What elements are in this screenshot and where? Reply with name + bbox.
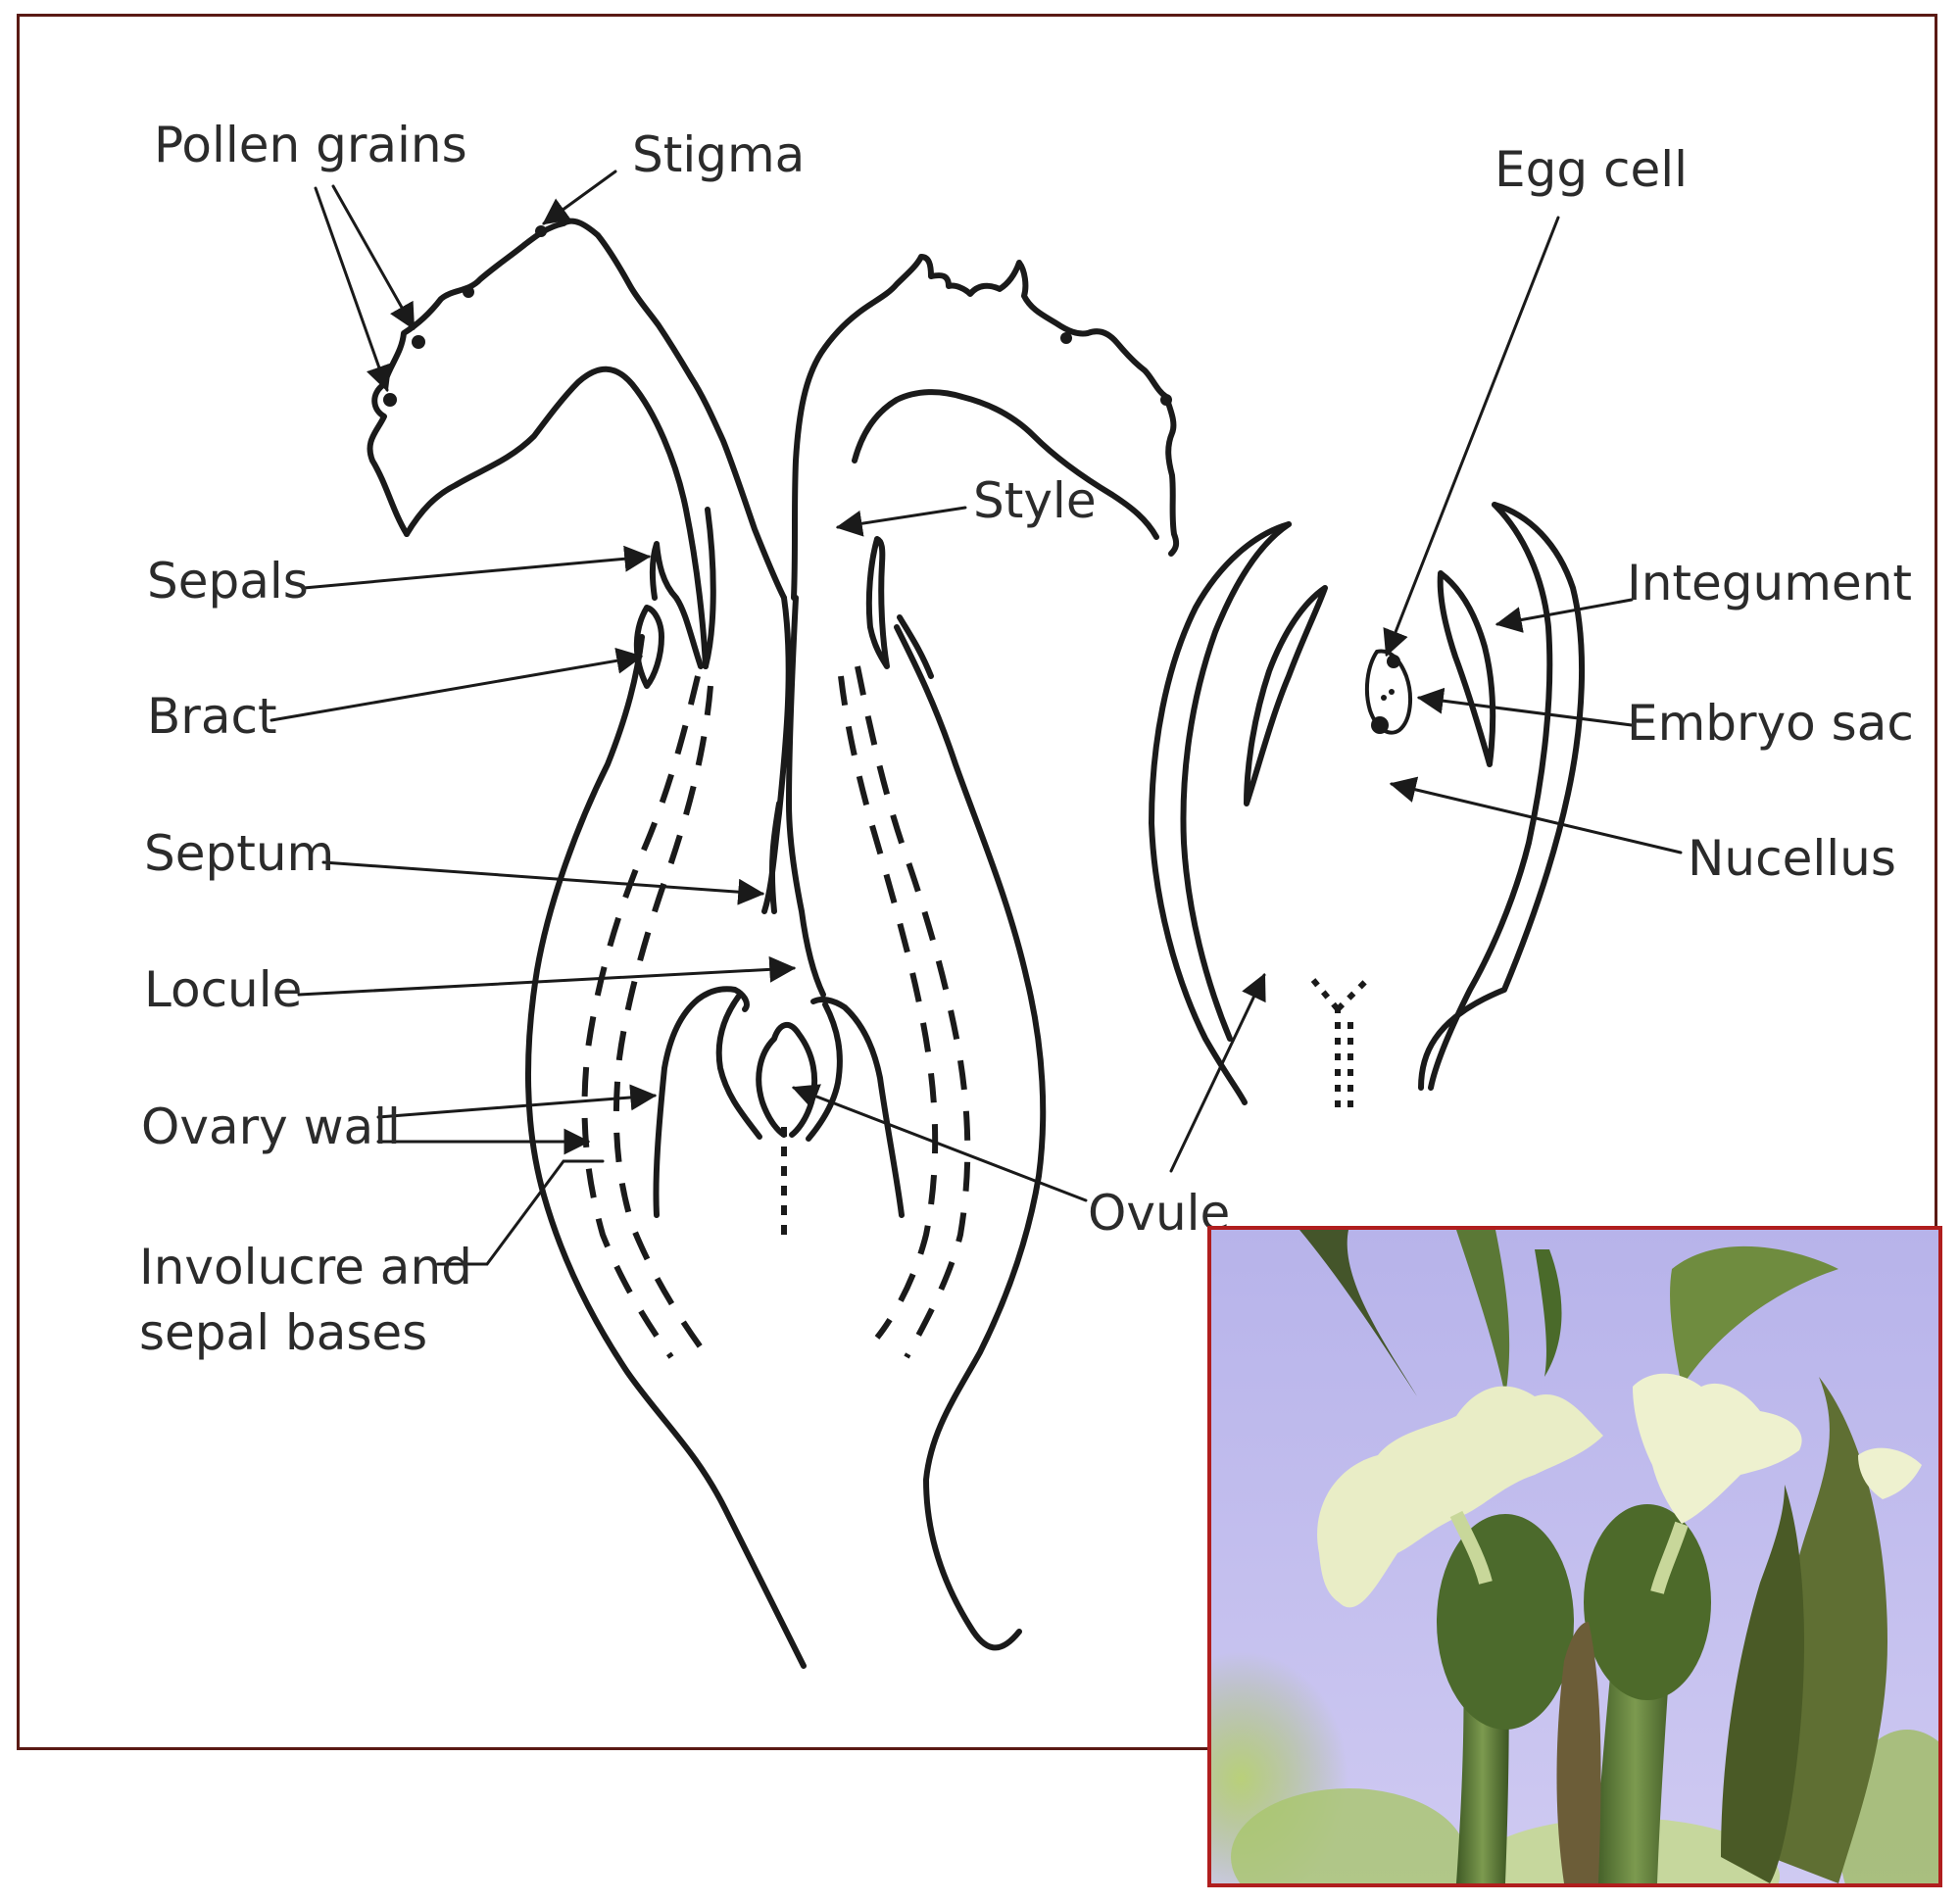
leader-lines	[271, 171, 1681, 1264]
integument-inner-right	[1441, 573, 1494, 764]
ovule-outer	[719, 995, 840, 1139]
label-involucre-line2: sepal bases	[139, 1304, 427, 1361]
polar-nucleus-1	[1381, 695, 1387, 701]
dashed-wall-right-inner	[841, 676, 935, 1338]
leader-sepals	[304, 557, 649, 588]
pollen-grain	[535, 225, 547, 237]
integument-inner-left	[1247, 588, 1325, 804]
pollen-grain	[1060, 332, 1072, 344]
leader-embryo-sac	[1419, 698, 1632, 725]
label-bract: Bract	[147, 688, 277, 745]
pollen-grain	[463, 286, 474, 298]
leader-septum	[323, 862, 762, 894]
leader-pollen-2	[333, 186, 414, 328]
leader-style	[838, 508, 965, 527]
label-involucre-line1: Involucre and	[139, 1239, 472, 1295]
ovule-inner	[759, 1025, 814, 1135]
dashed-wall-left-inner	[616, 686, 710, 1347]
label-sepals: Sepals	[147, 553, 309, 610]
leader-ovary-wall-1	[378, 1096, 655, 1117]
flower-photo-inset	[1207, 1226, 1942, 1887]
leader-bract	[271, 657, 641, 720]
dashed-wall-right-outer	[858, 666, 967, 1357]
label-pollen-grains: Pollen grains	[154, 117, 467, 173]
pollen-grain	[383, 393, 397, 407]
polar-nucleus-2	[1389, 689, 1395, 695]
ovule-vascular-trace	[1313, 980, 1367, 1107]
label-integument: Integument	[1627, 555, 1912, 611]
label-ovary-wall: Ovary wall	[141, 1098, 401, 1155]
leader-integument	[1497, 600, 1632, 624]
left-style-line	[706, 510, 789, 911]
leader-stigma	[544, 171, 615, 223]
label-septum: Septum	[144, 825, 334, 882]
leader-egg-cell	[1387, 218, 1558, 655]
label-locule: Locule	[144, 961, 302, 1018]
label-embryo-sac: Embryo sac	[1627, 695, 1914, 752]
flower-photo-illustration	[1211, 1230, 1938, 1883]
label-nucellus: Nucellus	[1688, 830, 1896, 887]
right-stigma-lobe	[794, 257, 1176, 598]
label-stigma: Stigma	[632, 126, 805, 183]
antipodal-dot	[1371, 716, 1389, 734]
right-sepal	[869, 539, 887, 666]
label-egg-cell: Egg cell	[1494, 141, 1688, 198]
pollen-grain	[1160, 394, 1172, 406]
pollen-grain	[412, 335, 425, 349]
label-style: Style	[973, 472, 1097, 529]
left-stigma-lobe	[369, 221, 784, 598]
egg-cell-dot	[1387, 655, 1400, 668]
